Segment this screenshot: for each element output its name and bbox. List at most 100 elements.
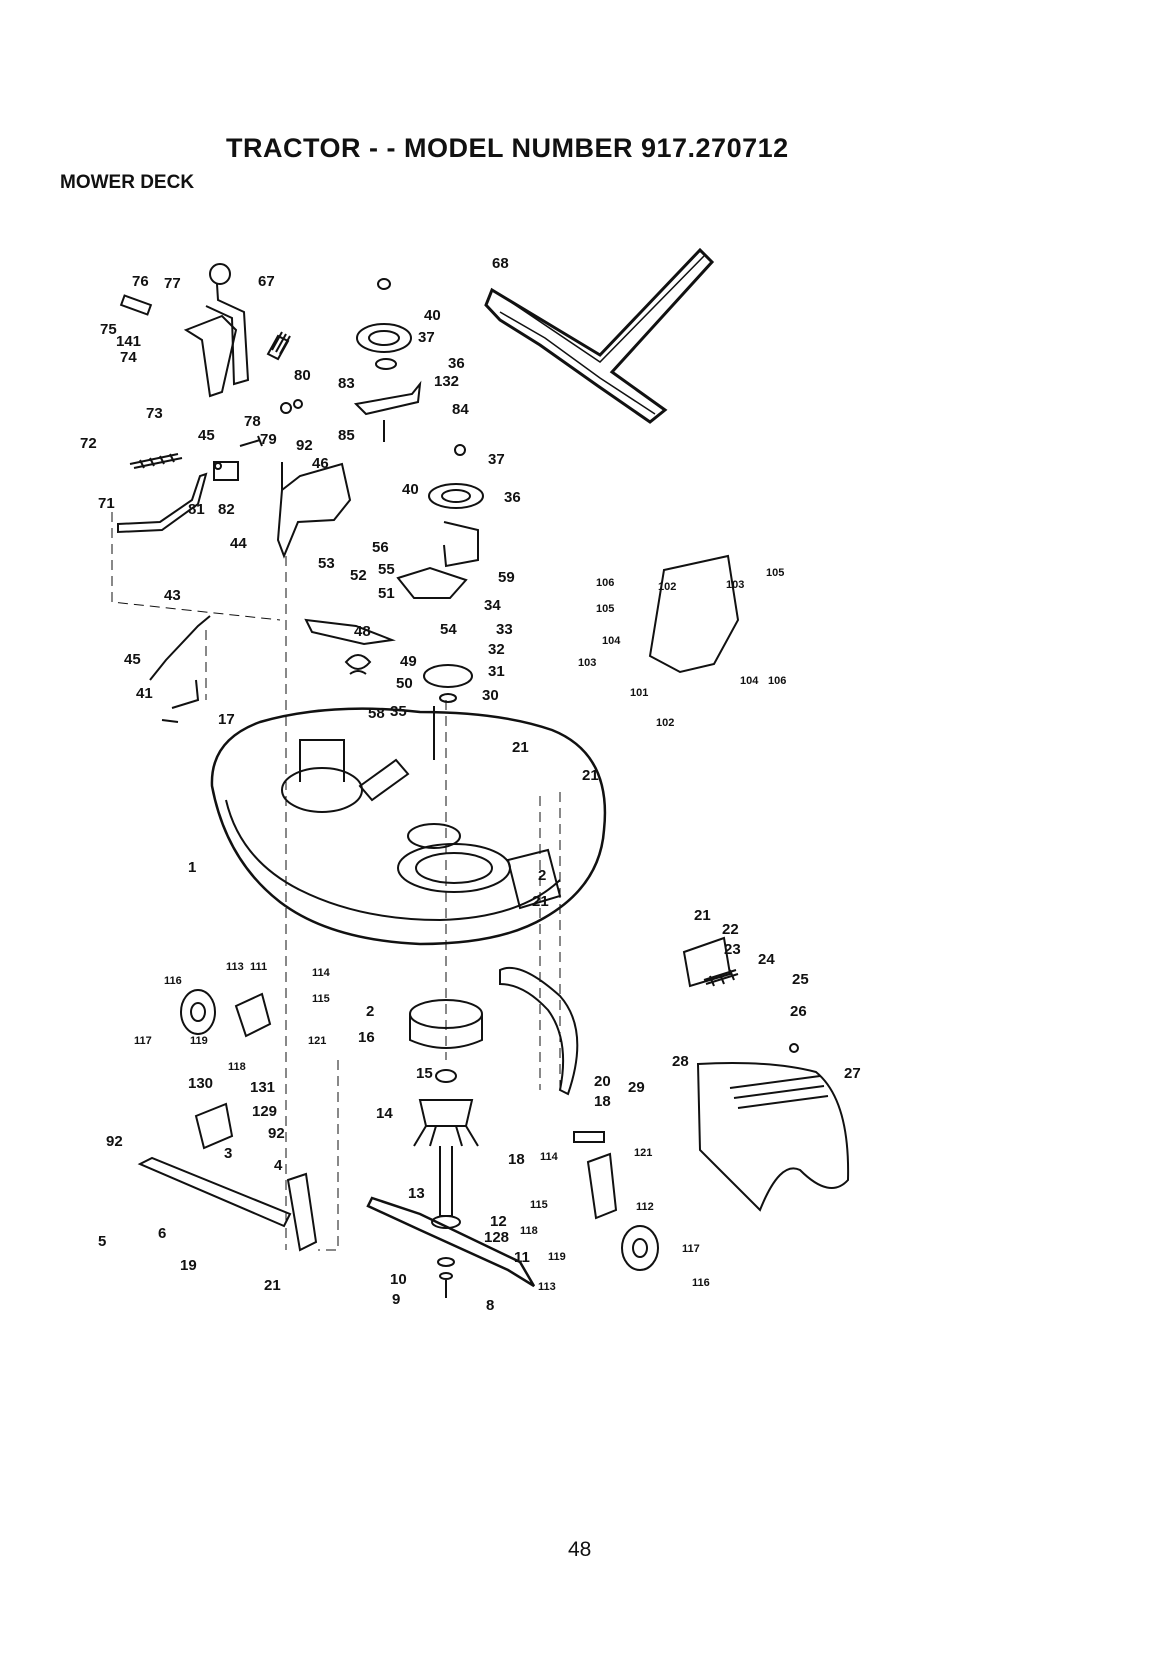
part-label-37b: 37 [488, 451, 505, 468]
part-label-52: 52 [350, 567, 367, 584]
drive-belt-part [484, 247, 715, 424]
part-label-16: 16 [358, 1029, 375, 1046]
part-label-79: 79 [260, 431, 277, 448]
part-label-3: 3 [224, 1145, 232, 1162]
part-label-41: 41 [136, 685, 153, 702]
part-label-114a: 114 [312, 967, 331, 979]
part-label-68: 68 [492, 255, 509, 272]
part-label-141: 141 [116, 333, 141, 350]
right-gauge-wheel-assembly [573, 1131, 659, 1271]
part-label-75: 75 [100, 321, 117, 338]
part-label-84: 84 [452, 401, 469, 418]
part-label-36b: 36 [504, 489, 521, 506]
part-label-92b: 92 [268, 1125, 285, 1142]
assembly-guide-lines [285, 556, 561, 1251]
part-label-101: 101 [630, 687, 648, 699]
deck-baffle-part [499, 966, 579, 1096]
part-label-37a: 37 [418, 329, 435, 346]
part-label-18a: 18 [594, 1093, 611, 1110]
part-label-55: 55 [378, 561, 395, 578]
part-label-67: 67 [258, 273, 275, 290]
part-label-50: 50 [396, 675, 413, 692]
page-number: 48 [568, 1538, 592, 1561]
part-label-12: 12 [490, 1213, 507, 1230]
part-label-4: 4 [274, 1157, 283, 1174]
part-label-2a: 2 [538, 867, 546, 884]
idler-arm-assembly [304, 566, 473, 760]
part-label-73: 73 [146, 405, 163, 422]
lift-link-rods [111, 512, 281, 723]
part-label-115a: 115 [312, 993, 330, 1005]
section-subtitle: MOWER DECK [60, 172, 195, 193]
part-label-34: 34 [484, 597, 501, 614]
part-label-78: 78 [244, 413, 261, 430]
part-label-13: 13 [408, 1185, 425, 1202]
part-label-92c: 92 [106, 1133, 123, 1150]
part-label-21b: 21 [582, 767, 599, 784]
part-label-21d: 21 [694, 907, 711, 924]
part-label-14: 14 [376, 1105, 393, 1122]
part-label-115b: 115 [530, 1199, 548, 1211]
part-label-81: 81 [188, 501, 205, 518]
part-label-121b: 121 [634, 1147, 652, 1159]
part-label-116b: 116 [692, 1277, 710, 1289]
lift-lever-assembly [117, 263, 303, 534]
part-label-116a: 116 [164, 975, 182, 987]
blade-spindle-assembly [366, 999, 536, 1298]
part-label-15: 15 [416, 1065, 433, 1082]
part-label-32: 32 [488, 641, 505, 658]
part-label-77: 77 [164, 275, 181, 292]
part-label-54: 54 [440, 621, 457, 638]
part-label-30: 30 [482, 687, 499, 704]
part-label-118b: 118 [520, 1225, 538, 1237]
part-label-24: 24 [758, 951, 775, 968]
part-label-74: 74 [120, 349, 137, 366]
part-label-83: 83 [338, 375, 355, 392]
part-label-103b: 103 [578, 657, 596, 669]
part-label-129: 129 [252, 1103, 277, 1120]
part-label-117a: 117 [134, 1035, 152, 1047]
part-label-1: 1 [188, 859, 196, 876]
part-label-11: 11 [514, 1249, 530, 1266]
part-label-28: 28 [672, 1053, 689, 1070]
part-label-104b: 104 [740, 675, 759, 687]
part-label-21c: 21 [532, 893, 549, 910]
part-label-118a: 118 [228, 1061, 246, 1073]
part-label-27: 27 [844, 1065, 861, 1082]
part-label-85: 85 [338, 427, 355, 444]
part-label-59: 59 [498, 569, 515, 586]
part-label-20: 20 [594, 1073, 611, 1090]
part-label-119b: 119 [548, 1251, 566, 1263]
part-label-6: 6 [158, 1225, 166, 1242]
part-label-44: 44 [230, 535, 247, 552]
left-gauge-wheel-assembly [137, 989, 318, 1252]
part-label-105b: 105 [596, 603, 614, 615]
part-label-33: 33 [496, 621, 513, 638]
part-label-26: 26 [790, 1003, 807, 1020]
part-label-31: 31 [488, 663, 505, 680]
part-label-23: 23 [724, 941, 741, 958]
part-label-114b: 114 [540, 1151, 559, 1163]
part-label-132: 132 [434, 373, 459, 390]
part-label-117b: 117 [682, 1243, 700, 1255]
part-label-51: 51 [378, 585, 395, 602]
part-label-128: 128 [484, 1229, 509, 1246]
part-label-121a: 121 [308, 1035, 326, 1047]
part-label-113b: 113 [538, 1281, 556, 1293]
part-label-111: 111 [250, 961, 267, 973]
mower-deck-housing [210, 707, 607, 946]
part-label-102a: 102 [658, 581, 676, 593]
part-label-76: 76 [132, 273, 149, 290]
deck-hanger-bracket [682, 936, 799, 1053]
part-label-130: 130 [188, 1075, 213, 1092]
part-label-113a: 113 [226, 961, 244, 973]
part-label-29: 29 [628, 1079, 645, 1096]
part-label-18b: 18 [508, 1151, 525, 1168]
part-label-56: 56 [372, 539, 389, 556]
part-label-80: 80 [294, 367, 311, 384]
part-label-22: 22 [722, 921, 739, 938]
part-label-72: 72 [80, 435, 97, 452]
discharge-deflector [648, 554, 850, 1212]
part-label-2b: 2 [366, 1003, 374, 1020]
